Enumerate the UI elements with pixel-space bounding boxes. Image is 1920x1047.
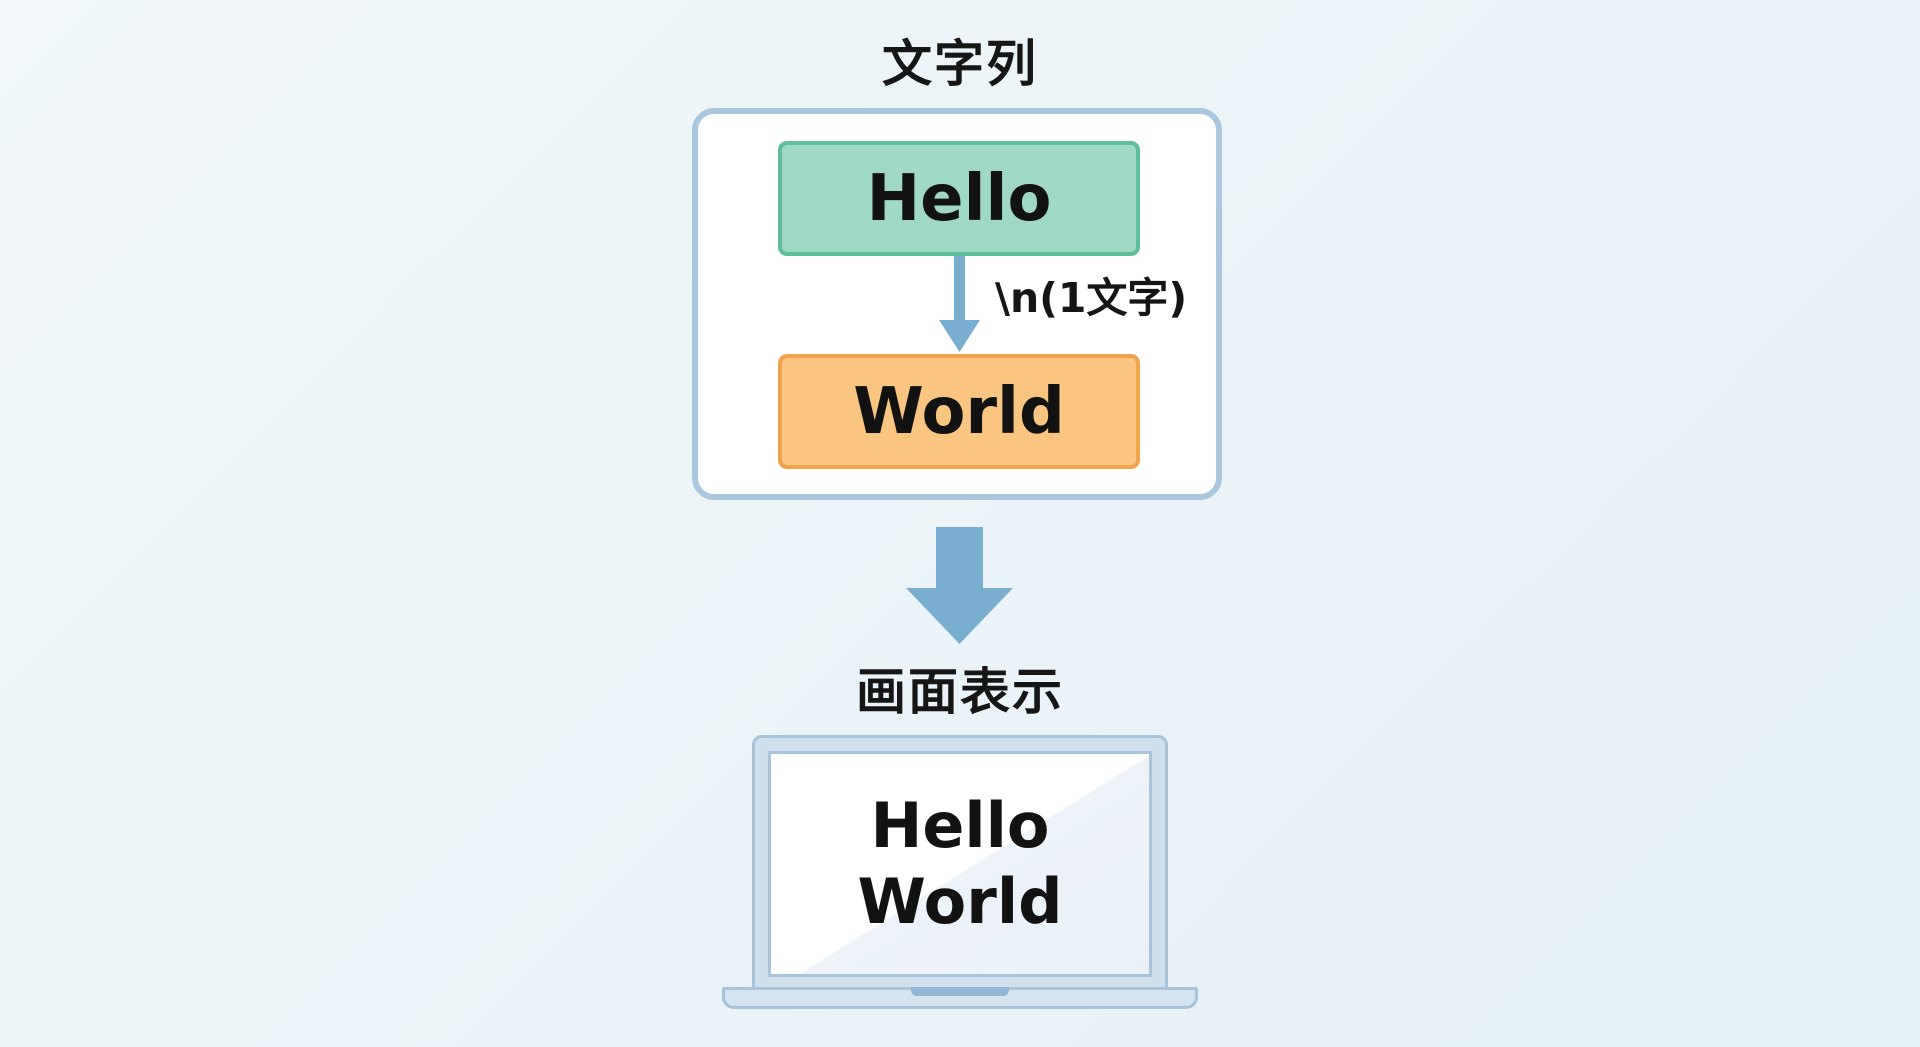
- display-title: 画面表示: [856, 663, 1064, 721]
- laptop-icon: Hello World: [722, 735, 1198, 1012]
- hello-label: Hello: [866, 161, 1052, 236]
- laptop-notch: [911, 987, 1009, 996]
- arrow-down-icon: [939, 256, 980, 352]
- hello-box: Hello: [778, 141, 1140, 256]
- screen-line-2: World: [857, 865, 1063, 938]
- world-box: World: [778, 354, 1140, 469]
- laptop-screen: Hello World: [768, 751, 1152, 977]
- big-arrow-down-icon: [906, 527, 1013, 644]
- laptop-body: Hello World: [752, 735, 1168, 990]
- world-label: World: [853, 374, 1065, 449]
- newline-label: \n(1文字): [995, 274, 1188, 322]
- screen-line-1: Hello: [870, 789, 1050, 862]
- string-title: 文字列: [882, 35, 1038, 93]
